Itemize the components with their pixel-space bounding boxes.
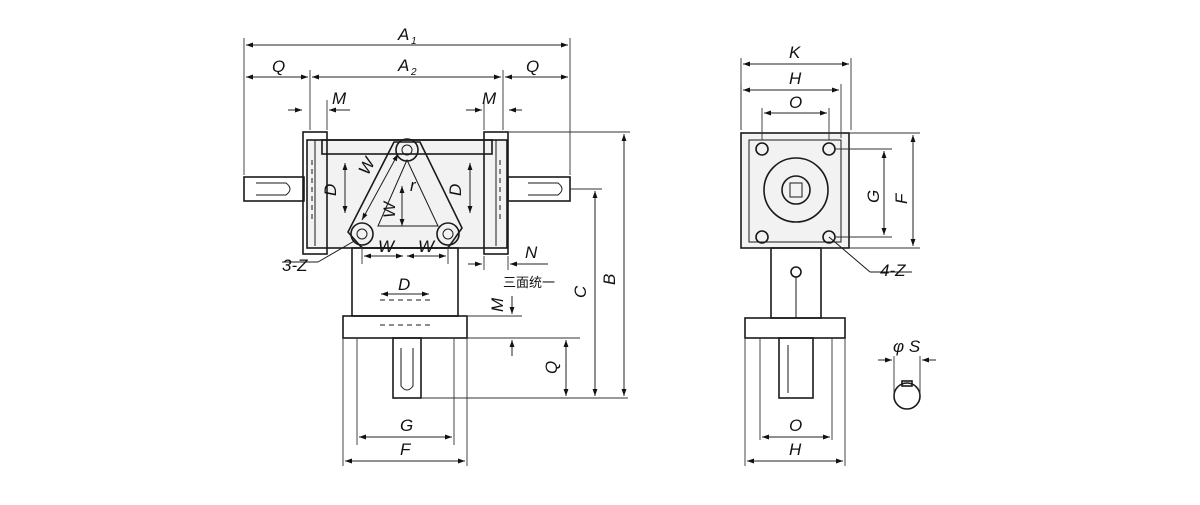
dim-q-vertical-label: Q: [542, 361, 561, 374]
dim-d-bottom-label: D: [398, 275, 410, 294]
dim-o-bottom-label: O: [789, 416, 802, 435]
note-three-sides-uniform: 三面统一: [503, 276, 555, 291]
dim-b-label: B: [600, 274, 619, 285]
dim-q-right-label: Q: [526, 57, 539, 76]
square-flange: [740, 132, 850, 249]
dim-a1-label: A: [397, 25, 409, 44]
dim-m-left-label: M: [332, 89, 347, 108]
dim-d-left-label: D: [321, 184, 340, 196]
side-view: K H O G F 4-Z O H: [740, 43, 920, 466]
callout-3z-label: 3-Z: [282, 256, 308, 275]
dim-o-top-label: O: [789, 93, 802, 112]
dim-d-right-label: D: [446, 184, 465, 196]
bolt-hole-bl: [755, 230, 769, 244]
dim-n-label: N: [525, 243, 538, 262]
callout-4z-label: 4-Z: [880, 261, 906, 280]
shaft-section: φ S: [878, 337, 936, 410]
dim-w-mid-label: W: [380, 200, 399, 218]
central-boss: [763, 157, 829, 223]
bottom-shaft: [392, 337, 422, 399]
dim-phi-s-label: φ S: [893, 337, 921, 356]
side-bottom-shaft: [778, 337, 814, 399]
dim-f-label: F: [400, 440, 412, 459]
front-view: A 1 Q A 2 Q M M D D W W r: [243, 25, 630, 466]
right-shaft: [507, 176, 571, 202]
dim-g-label: G: [400, 416, 413, 435]
shaft-section-circle: [893, 382, 921, 410]
radius-r-label: r: [410, 176, 417, 195]
dim-w-bottom-right-label: W: [418, 237, 436, 256]
side-base: [744, 317, 846, 339]
dim-m-vertical-label: M: [488, 297, 507, 312]
bolt-hole-tl: [755, 142, 769, 156]
left-flange: [302, 131, 328, 255]
housing-outline: [306, 139, 508, 249]
svg-text:2: 2: [410, 67, 417, 78]
dim-a2-label: A: [397, 56, 409, 75]
dim-k-label: K: [789, 43, 801, 62]
svg-text:1: 1: [411, 36, 417, 47]
left-shaft: [243, 176, 305, 202]
dim-q-left-label: Q: [272, 57, 285, 76]
pivot-right: [436, 222, 460, 246]
dim-m-right-label: M: [482, 89, 497, 108]
dim-f-side-label: F: [892, 192, 911, 204]
dim-h-top-label: H: [789, 69, 802, 88]
dim-c-label: C: [571, 285, 590, 298]
pivot-left: [350, 222, 374, 246]
dim-h-bottom-label: H: [789, 440, 802, 459]
dim-g-side-label: G: [864, 190, 883, 203]
base-flange: [342, 315, 468, 339]
pivot-top: [395, 138, 419, 162]
dim-w-bottom-left-label: W: [378, 237, 396, 256]
